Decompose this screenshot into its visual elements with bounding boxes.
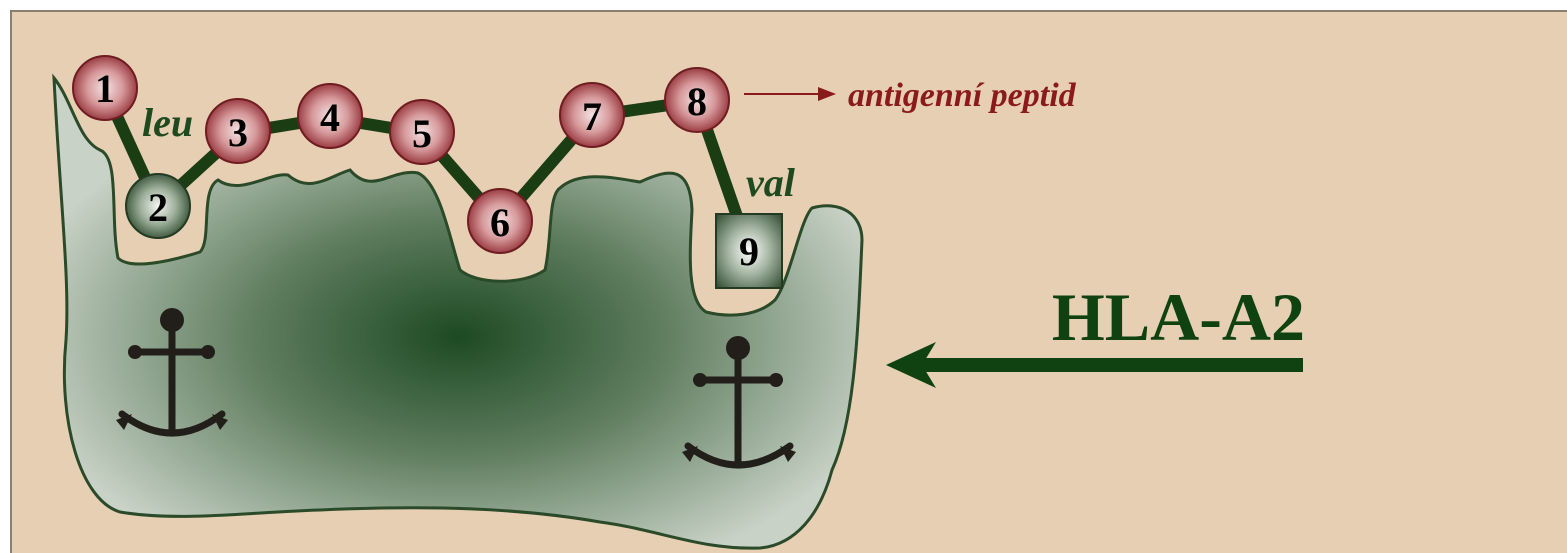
residue-number: 3 (228, 110, 248, 155)
residue-number: 1 (95, 66, 115, 111)
residue-6: 6 (468, 189, 532, 253)
residue-number: 4 (320, 95, 340, 140)
residue-number: 7 (582, 94, 602, 139)
residue-number: 8 (687, 79, 707, 124)
residue-1: 1 (73, 56, 137, 120)
residue-number: 6 (490, 200, 510, 245)
residue-2-anchor: 2 (126, 174, 190, 238)
residue-number: 5 (412, 111, 432, 156)
residue-3: 3 (206, 99, 270, 163)
residue-9-anchor: 9 (716, 214, 782, 288)
residue-5: 5 (390, 100, 454, 164)
residue-7: 7 (560, 83, 624, 147)
anchor-label-val: val (746, 160, 796, 205)
residue-number: 2 (148, 185, 168, 230)
anchor-label-leu: leu (142, 100, 193, 145)
residue-8: 8 (665, 68, 729, 132)
residue-4: 4 (298, 84, 362, 148)
hla-title: HLA-A2 (1052, 279, 1305, 355)
residue-number: 9 (739, 229, 759, 274)
peptide-label: antigenní peptid (848, 77, 1077, 114)
